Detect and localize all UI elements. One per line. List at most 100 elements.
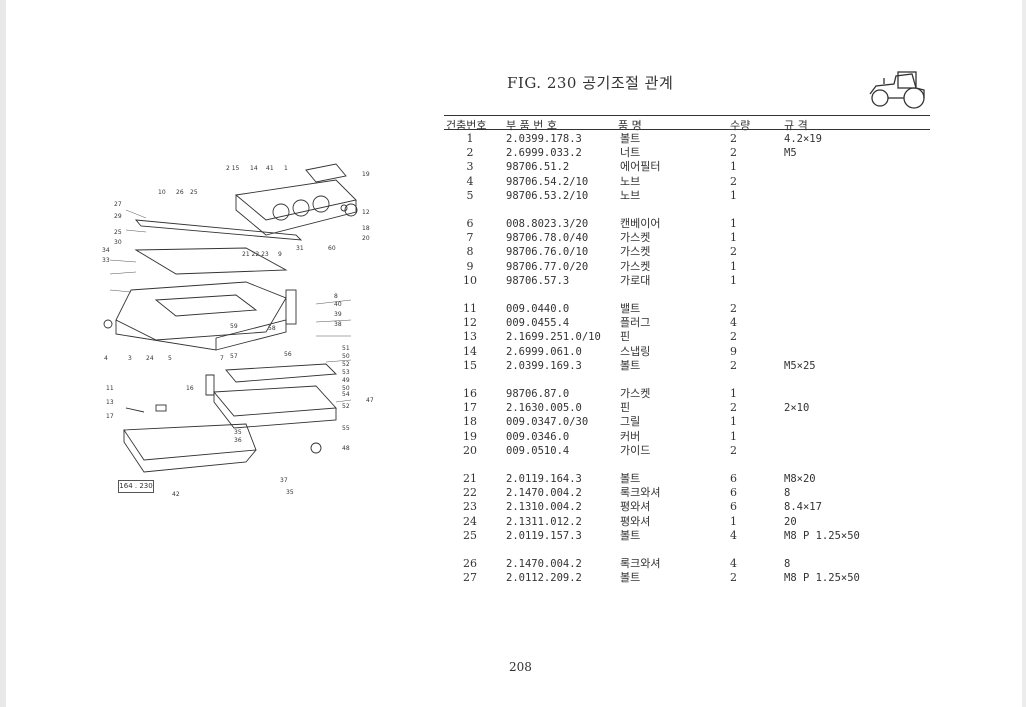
svg-text:8: 8 [334,293,338,300]
svg-text:7: 7 [220,355,224,362]
part-number: 2.6999.061.0 [506,345,582,358]
svg-text:24: 24 [146,355,154,362]
part-name: 가스켓 [620,245,651,259]
part-name: 가스켓 [620,231,651,245]
svg-text:18: 18 [362,225,370,232]
table-row: 12 009.0455.4 플러그 4 [444,316,930,330]
svg-text:49: 49 [342,377,350,384]
quantity: 2 [730,571,737,585]
quantity: 1 [730,514,737,528]
part-number: 98706.77.0/20 [506,260,589,273]
table-row: 4 98706.54.2/10 노브 2 [444,175,930,189]
row-number: 2 [466,146,474,160]
part-number: 2.1699.251.0/10 [506,331,601,344]
svg-text:51: 51 [342,345,350,352]
svg-text:25: 25 [190,189,198,196]
svg-text:30: 30 [114,239,122,246]
svg-text:2 15: 2 15 [226,165,240,172]
svg-text:13: 13 [106,399,114,406]
specification: M8×20 [784,473,816,485]
quantity: 2 [730,302,737,315]
part-number: 98706.54.2/10 [506,175,589,188]
svg-text:26: 26 [176,189,184,196]
svg-text:10: 10 [158,189,166,196]
quantity: 1 [730,273,737,287]
part-number: 2.0399.169.3 [506,359,582,372]
row-number: 19 [463,429,477,443]
part-name: 노브 [620,174,641,188]
quantity: 6 [730,500,737,514]
svg-text:57: 57 [230,353,238,360]
part-number: 98706.51.2 [506,161,570,174]
part-name: 에어필터 [620,160,661,174]
quantity: 2 [730,401,737,415]
svg-text:60: 60 [328,245,336,252]
part-number: 2.6999.033.2 [506,147,582,160]
diagram-code: 164 . 230 [118,480,154,493]
part-name: 플러그 [620,316,651,330]
svg-text:35: 35 [234,429,242,436]
svg-text:47: 47 [366,397,374,404]
svg-text:17: 17 [106,413,114,420]
svg-text:56: 56 [284,351,292,358]
svg-text:27: 27 [114,201,122,208]
part-number: 2.1470.004.2 [506,558,582,570]
header-no: 건춤번호 [446,119,487,132]
row-number: 16 [463,387,477,400]
part-number: 009.0455.4 [506,317,570,330]
header-qty: 수량 [730,119,751,132]
svg-text:37: 37 [280,477,288,484]
row-number: 23 [463,500,477,514]
svg-text:41: 41 [266,165,274,172]
part-number: 2.0119.157.3 [506,529,582,542]
part-number: 98706.57.3 [506,274,570,287]
part-name: 스냅링 [620,344,651,358]
row-number: 27 [463,571,477,585]
row-number: 8 [466,245,474,259]
svg-text:52: 52 [342,361,350,368]
svg-text:34: 34 [102,247,110,254]
quantity: 4 [730,557,737,570]
part-number: 2.1470.004.2 [506,487,582,500]
row-number: 12 [463,316,477,330]
specification: 8.4×17 [784,501,822,514]
row-number: 25 [463,528,477,542]
quantity: 1 [730,217,737,230]
quantity: 2 [730,358,737,372]
svg-text:12: 12 [362,209,370,216]
row-number: 10 [463,273,477,287]
specification: M5 [784,147,797,160]
specification: M5×25 [784,359,816,372]
quantity: 1 [730,259,737,273]
quantity: 4 [730,316,737,330]
quantity: 6 [730,486,737,500]
svg-text:36: 36 [234,437,242,444]
row-number: 5 [466,188,474,202]
svg-text:11: 11 [106,385,114,392]
part-number: 009.0346.0 [506,430,570,443]
part-number: 2.0399.178.3 [506,133,582,145]
row-number: 18 [463,415,477,429]
svg-text:42: 42 [172,491,180,498]
part-number: 98706.78.0/40 [506,232,589,245]
part-name: 록크와셔 [620,557,661,570]
specification: 20 [784,515,797,528]
part-name: 가이드 [620,443,651,457]
quantity: 2 [730,174,737,188]
part-name: 핀 [620,401,631,415]
row-number: 17 [463,401,477,415]
row-number: 4 [466,174,474,188]
quantity: 2 [730,245,737,259]
svg-text:59: 59 [230,323,238,330]
specification: 8 [784,487,791,500]
figure-title: FIG. 230 공기조절 관계 [507,74,674,92]
